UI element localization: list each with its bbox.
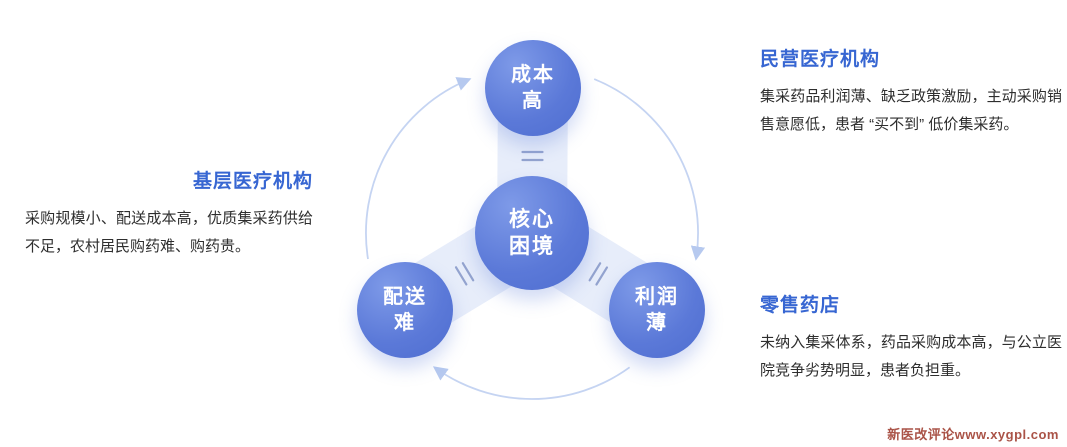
section-title: 零售药店 [760, 295, 841, 316]
node-delivery-difficulty: 配送 难 [357, 262, 453, 358]
section-body: 采购规模小、配送成本高，优质集采药供给不足，农村居民购药难、购药贵。 [25, 210, 313, 255]
watermark: 新医改评论www.xygpl.com [887, 427, 1059, 442]
section-title: 基层医疗机构 [192, 171, 313, 192]
section-body: 集采药品利润薄、缺乏政策激励，主动采购销售意愿低，患者 “买不到” 低价集采药。 [760, 88, 1062, 133]
cycle-arc-right-arrow-icon [593, 78, 706, 261]
equals-mark-bottom-right [588, 262, 609, 286]
equals-mark-bottom-left [454, 262, 475, 286]
section-retail-pharmacy: 零售药店 未纳入集采体系，药品采购成本高，与公立医院竞争劣势明显，患者负担重。 [760, 290, 1062, 385]
section-private-medical: 民营医疗机构 集采药品利润薄、缺乏政策激励，主动采购销售意愿低，患者 “买不到”… [760, 44, 1062, 139]
node-high-cost: 成本 高 [485, 40, 581, 136]
section-title: 民营医疗机构 [760, 49, 881, 70]
section-body: 未纳入集采体系，药品采购成本高，与公立医院竞争劣势明显，患者负担重。 [760, 334, 1062, 379]
node-core-dilemma: 核心 困境 [475, 176, 589, 290]
cycle-arc-left-arrow-icon [365, 77, 472, 260]
node-thin-profit: 利润 薄 [609, 262, 705, 358]
cycle-arc-bottom-arrow-icon [432, 366, 631, 400]
equals-mark-top [521, 150, 544, 162]
section-grassroots-medical: 基层医疗机构 采购规模小、配送成本高，优质集采药供给不足，农村居民购药难、购药贵… [25, 166, 313, 261]
